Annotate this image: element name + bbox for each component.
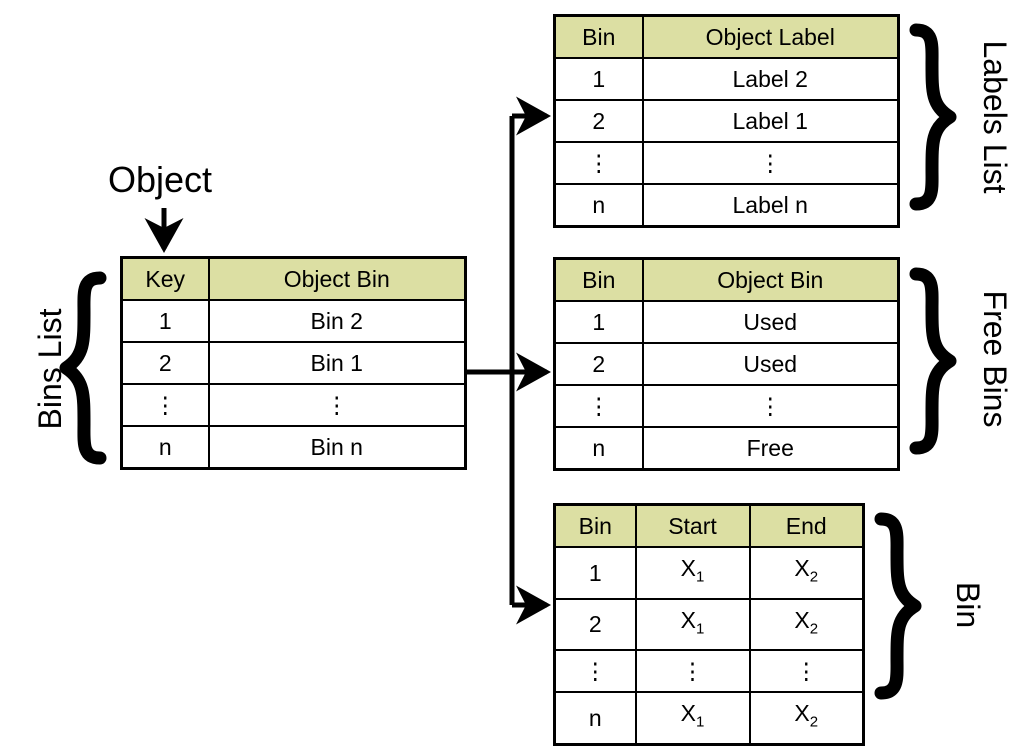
- cell-end: X2: [748, 597, 865, 652]
- cell-object-bin: Bin 1: [207, 341, 467, 385]
- table-row: ⋮ ⋮: [120, 383, 467, 427]
- column-header-object-label: Object Label: [641, 14, 900, 59]
- cell-start: X1: [634, 597, 751, 652]
- table-row: n Free: [553, 426, 900, 471]
- cell-end-ellipsis: ⋮: [748, 649, 865, 694]
- cell-start-base: X: [680, 700, 696, 727]
- cell-object-label: Label n: [641, 183, 900, 228]
- table-row: 2 X1 X2: [553, 597, 865, 652]
- column-header-bin: Bin: [553, 257, 644, 302]
- cell-end-base: X: [794, 555, 810, 581]
- table-row: 2 Label 1: [553, 99, 900, 143]
- table-row: 1 Label 2: [553, 57, 900, 101]
- column-header-object-bin: Object Bin: [641, 257, 900, 302]
- cell-key: 1: [120, 299, 210, 343]
- table-header-row: Bin Object Bin: [553, 257, 900, 302]
- cell-object-bin: Used: [641, 300, 900, 344]
- labels-list-table: Bin Object Label 1 Label 2 2 Label 1 ⋮ ⋮…: [553, 14, 900, 228]
- cell-end-subscript: 2: [809, 568, 819, 586]
- cell-object-bin-ellipsis: ⋮: [641, 384, 900, 428]
- cell-start-base: X: [680, 606, 696, 633]
- table-row: 1 X1 X2: [553, 546, 865, 600]
- labels-list-side-label: Labels List: [977, 40, 1013, 194]
- free-bins-side-label: Free Bins: [977, 290, 1013, 428]
- cell-bin-ellipsis: ⋮: [553, 649, 637, 694]
- column-header-start: Start: [634, 503, 751, 548]
- cell-bin: 2: [553, 597, 637, 652]
- bins-list-brace: [58, 271, 107, 465]
- column-header-object-bin: Object Bin: [207, 256, 467, 301]
- object-caption: Object: [108, 159, 213, 200]
- table-header-row: Bin Object Label: [553, 14, 900, 59]
- cell-start-subscript: 1: [696, 620, 705, 638]
- cell-end-subscript: 2: [809, 713, 819, 731]
- bins-list-side-label: Bins List: [32, 308, 68, 430]
- table-row: 1 Used: [553, 300, 900, 344]
- cell-bin-ellipsis: ⋮: [553, 141, 644, 185]
- table-row: ⋮ ⋮ ⋮: [553, 649, 865, 694]
- cell-start-ellipsis: ⋮: [634, 649, 751, 694]
- table-row: 1 Bin 2: [120, 299, 467, 343]
- table-header-row: Key Object Bin: [120, 256, 467, 301]
- cell-start-subscript: 1: [696, 713, 705, 731]
- cell-bin: 2: [553, 342, 644, 386]
- column-header-end: End: [748, 503, 865, 548]
- cell-key-ellipsis: ⋮: [120, 383, 210, 427]
- cell-object-bin: Bin 2: [207, 299, 467, 343]
- cell-key: 2: [120, 341, 210, 385]
- cell-end-base: X: [794, 606, 810, 633]
- cell-bin: 1: [553, 546, 637, 600]
- cell-object-label-ellipsis: ⋮: [641, 141, 900, 185]
- table-row: n Bin n: [120, 425, 467, 470]
- labels-list-brace: [909, 23, 958, 211]
- cell-start-base: X: [680, 555, 696, 581]
- table-header-row: Bin Start End: [553, 503, 865, 548]
- column-header-bin: Bin: [553, 503, 637, 548]
- cell-start: X1: [634, 691, 751, 746]
- cell-bin: 1: [553, 300, 644, 344]
- cell-object-label: Label 2: [641, 57, 900, 101]
- free-bins-table: Bin Object Bin 1 Used 2 Used ⋮ ⋮ n Free: [553, 257, 900, 471]
- diagram-canvas: Object Key Object Bin 1 Bin 2 2 Bin 1 ⋮ …: [32, 14, 1013, 746]
- cell-object-bin: Bin n: [207, 425, 467, 470]
- connector-trunk: [464, 116, 515, 605]
- cell-start-subscript: 1: [696, 568, 705, 586]
- cell-end: X2: [748, 691, 865, 746]
- table-row: 2 Used: [553, 342, 900, 386]
- bin-table: Bin Start End 1 X1 X2 2 X1 X2 ⋮ ⋮ ⋮ n: [553, 503, 865, 746]
- cell-object-label: Label 1: [641, 99, 900, 143]
- table-row: ⋮ ⋮: [553, 384, 900, 428]
- cell-bin: 2: [553, 99, 644, 143]
- cell-end-subscript: 2: [809, 620, 819, 638]
- table-row: ⋮ ⋮: [553, 141, 900, 185]
- cell-object-bin: Used: [641, 342, 900, 386]
- cell-end: X2: [748, 546, 865, 600]
- cell-object-bin: Free: [641, 426, 900, 471]
- cell-bin: n: [553, 691, 637, 746]
- column-header-key: Key: [120, 256, 210, 301]
- cell-bin: n: [553, 183, 644, 228]
- cell-bin: n: [553, 426, 644, 471]
- cell-object-bin-ellipsis: ⋮: [207, 383, 467, 427]
- free-bins-brace: [909, 267, 958, 455]
- table-row: n Label n: [553, 183, 900, 228]
- cell-key: n: [120, 425, 210, 470]
- connector-arrows: [144, 96, 552, 625]
- cell-bin: 1: [553, 57, 644, 101]
- cell-bin-ellipsis: ⋮: [553, 384, 644, 428]
- bin-table-brace: [874, 512, 923, 700]
- table-row: 2 Bin 1: [120, 341, 467, 385]
- table-row: n X1 X2: [553, 691, 865, 746]
- cell-end-base: X: [794, 700, 810, 727]
- column-header-bin: Bin: [553, 14, 644, 59]
- bin-table-side-label: Bin: [950, 581, 986, 629]
- cell-start: X1: [634, 546, 751, 600]
- bins-list-table: Key Object Bin 1 Bin 2 2 Bin 1 ⋮ ⋮ n Bin…: [120, 256, 467, 470]
